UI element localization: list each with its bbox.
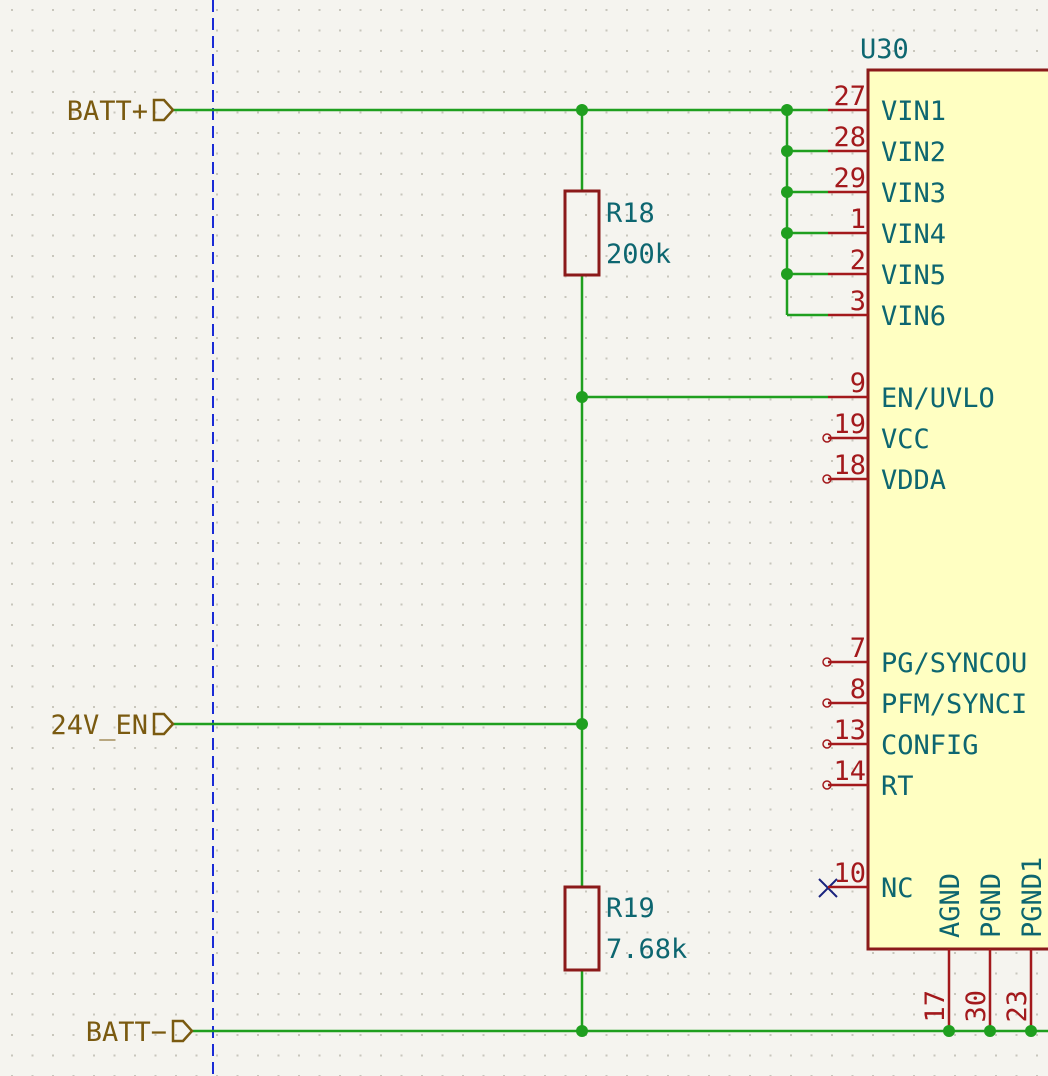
pin-end-circle <box>822 474 832 484</box>
junction-dot <box>576 718 588 730</box>
u30-pin-30[interactable]: PGND 30 <box>961 873 1007 1031</box>
u30-left-pins: 27 VIN1 28 VIN2 29 VIN3 1 VIN4 2 VIN5 3 VIN6 9 EN/UVL… <box>822 81 1027 904</box>
pin-name: VIN5 <box>881 260 946 291</box>
pin-name: PGND1 <box>1017 857 1048 938</box>
pin-number: 13 <box>833 715 866 746</box>
r19-body[interactable] <box>563 885 601 972</box>
pin-name: VIN1 <box>881 96 946 127</box>
junction-dot <box>781 227 793 239</box>
pin-number: 7 <box>850 633 866 664</box>
u30-pin-23[interactable]: PGND1 23 <box>1002 857 1048 1031</box>
u30-body[interactable] <box>866 68 1048 951</box>
pin-name: VIN2 <box>881 137 946 168</box>
pin-number: 23 <box>1002 990 1033 1023</box>
u30-pin-14[interactable]: 14 RT <box>822 756 914 802</box>
junction-dot <box>781 186 793 198</box>
pin-number: 3 <box>850 286 866 317</box>
label-batt-neg-text: BATT− <box>86 1017 167 1048</box>
label-batt-pos-flag <box>152 98 175 122</box>
pin-number: 30 <box>961 990 992 1023</box>
junction-dot <box>576 104 588 116</box>
u30-pin-17[interactable]: AGND 17 <box>920 873 966 1031</box>
junctions <box>576 104 1037 1037</box>
label-24v-en-flag <box>152 712 175 736</box>
pin-end-circle <box>822 433 832 443</box>
pin-name: PG/SYNCOU <box>881 648 1027 679</box>
label-batt-neg[interactable]: BATT− <box>86 1017 194 1048</box>
pin-number: 18 <box>833 450 866 481</box>
junction-dot <box>781 145 793 157</box>
pin-number: 14 <box>833 756 866 787</box>
junction-dot <box>943 1025 955 1037</box>
pin-name: EN/UVLO <box>881 383 995 414</box>
pin-number: 29 <box>833 163 866 194</box>
pin-number: 1 <box>850 204 866 235</box>
pin-name: CONFIG <box>881 730 979 761</box>
label-24v-en[interactable]: 24V_EN <box>50 710 175 741</box>
pin-name: PFM/SYNCI <box>881 689 1027 720</box>
u30-pin-1[interactable]: 1 VIN4 <box>828 204 946 250</box>
pin-number: 27 <box>833 81 866 112</box>
u30-pin-7[interactable]: 7 PG/SYNCOU <box>822 633 1027 679</box>
pin-number: 17 <box>920 990 951 1023</box>
u30-pin-28[interactable]: 28 VIN2 <box>828 122 946 168</box>
r18-body[interactable] <box>563 189 601 277</box>
label-batt-neg-flag <box>171 1019 194 1043</box>
junction-dot <box>781 268 793 280</box>
u30-pin-13[interactable]: 13 CONFIG <box>822 715 979 761</box>
pin-number: 9 <box>850 368 866 399</box>
junction-dot <box>576 391 588 403</box>
u30-pin-3[interactable]: 3 VIN6 <box>828 286 946 332</box>
u30-pin-19[interactable]: 19 VCC <box>822 409 930 455</box>
r18-ref: R18 <box>606 198 655 229</box>
u30-bottom-pins: AGND 17 PGND 30 PGND1 23 <box>920 857 1048 1031</box>
pin-number: 2 <box>850 245 866 276</box>
pin-name: VIN3 <box>881 178 946 209</box>
label-24v-en-text: 24V_EN <box>50 710 148 741</box>
r19-ref: R19 <box>606 893 655 924</box>
u30-ref: U30 <box>860 34 909 65</box>
pin-end-circle <box>822 739 832 749</box>
pin-name: AGND <box>935 873 966 938</box>
pin-number: 10 <box>833 858 866 889</box>
pin-end-circle <box>822 698 832 708</box>
junction-dot <box>781 104 793 116</box>
junction-dot <box>576 1025 588 1037</box>
junction-dot <box>1025 1025 1037 1037</box>
pin-number: 19 <box>833 409 866 440</box>
u30-pin-10[interactable]: 10 NC <box>828 858 914 904</box>
u30-pin-2[interactable]: 2 VIN5 <box>828 245 946 291</box>
pin-name: NC <box>881 873 914 904</box>
u30-pin-29[interactable]: 29 VIN3 <box>828 163 946 209</box>
pin-end-circle <box>822 780 832 790</box>
pin-number: 8 <box>850 674 866 705</box>
pin-name: VDDA <box>881 465 946 496</box>
r18-value: 200k <box>606 239 671 270</box>
pin-end-circle <box>822 657 832 667</box>
u30-pin-9[interactable]: 9 EN/UVLO <box>828 368 995 414</box>
pin-name: VIN4 <box>881 219 946 250</box>
label-batt-pos-text: BATT+ <box>67 96 148 127</box>
u30-pin-8[interactable]: 8 PFM/SYNCI <box>822 674 1027 720</box>
pin-name: RT <box>881 771 914 802</box>
u30-pin-27[interactable]: 27 VIN1 <box>828 81 946 127</box>
r19-value: 7.68k <box>606 934 687 965</box>
pin-name: VCC <box>881 424 930 455</box>
pin-name: PGND <box>976 873 1007 938</box>
u30-pin-18[interactable]: 18 VDDA <box>822 450 946 496</box>
label-batt-pos[interactable]: BATT+ <box>67 96 175 127</box>
junction-dot <box>984 1025 996 1037</box>
wires <box>172 108 1048 1033</box>
pin-number: 28 <box>833 122 866 153</box>
pin-name: VIN6 <box>881 301 946 332</box>
